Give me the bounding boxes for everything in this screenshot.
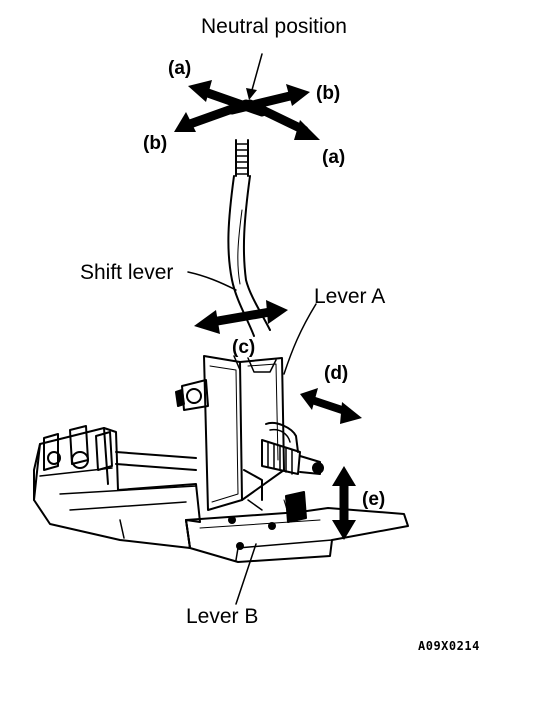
label-b-left: (b): [143, 133, 168, 154]
neutral-leader: [251, 53, 263, 91]
arrow-c: [194, 300, 288, 334]
shift-lever: [227, 139, 271, 337]
label-c: (c): [232, 337, 256, 358]
lever-a-leader: [283, 303, 317, 375]
arrow-d: [300, 388, 362, 424]
label-b-top: (b): [316, 83, 341, 104]
shift-lever-label: Shift lever: [80, 261, 174, 284]
lever-b-leader: [235, 543, 257, 605]
figure-code: A09X0214: [418, 639, 480, 653]
neutral-position-label: Neutral position: [201, 15, 347, 38]
label-a-top: (a): [168, 58, 192, 79]
lever-b-label: Lever B: [186, 605, 259, 628]
arrow-e: [332, 466, 356, 540]
shift-pattern-arrows: [174, 80, 320, 140]
shift-mechanism-body: [33, 355, 409, 563]
label-e: (e): [362, 489, 386, 510]
lever-a-label: Lever A: [314, 285, 386, 308]
label-d: (d): [324, 363, 349, 384]
label-a-right: (a): [322, 147, 346, 168]
